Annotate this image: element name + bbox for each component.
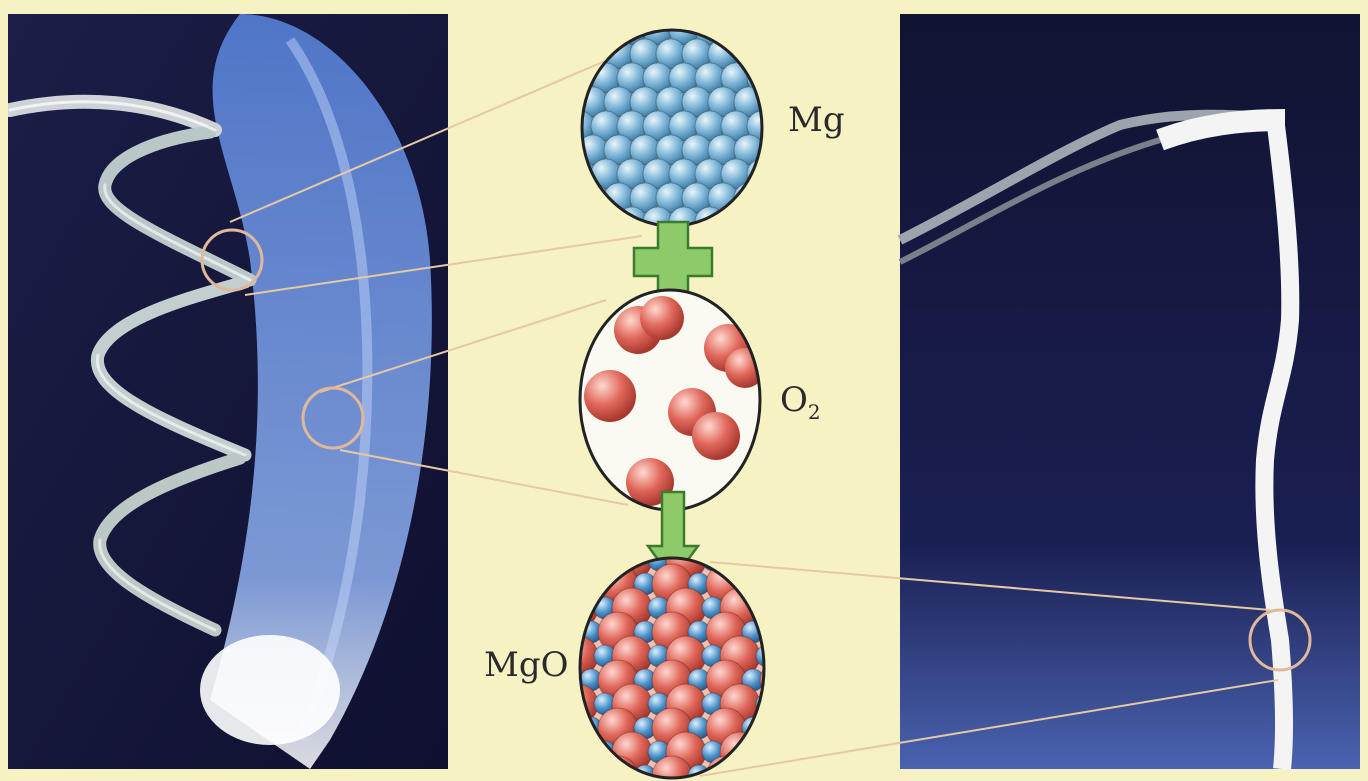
oxygen-ion <box>558 540 598 580</box>
oxygen-ion <box>720 540 760 580</box>
mg-atom <box>760 39 790 69</box>
mg-atom <box>747 207 777 237</box>
magnesium-oxide-photo <box>900 14 1360 769</box>
magnesium-ion <box>742 573 764 595</box>
oxygen-ion <box>760 660 800 700</box>
o2-molecule <box>584 370 636 422</box>
oxygen-ion <box>760 612 800 652</box>
o2-label-main: O <box>780 380 808 420</box>
mg-atom <box>760 87 790 117</box>
mg-atom <box>760 135 790 165</box>
mgo-particle-view <box>558 540 800 781</box>
mg-atom <box>760 183 790 213</box>
mg-atom <box>591 15 621 45</box>
mg-atom <box>747 15 777 45</box>
magnesium-ion <box>580 765 602 781</box>
mg-atom <box>578 183 608 213</box>
magnesium-ion <box>594 549 616 571</box>
oxygen-ion <box>558 732 598 772</box>
magnesium-ion <box>702 549 724 571</box>
plus-icon <box>634 222 712 300</box>
magnesium-ion <box>580 573 602 595</box>
oxygen-ion <box>720 732 760 772</box>
o2-label-subscript: 2 <box>808 400 821 424</box>
mg-atom <box>721 207 751 237</box>
mg-label: Mg <box>788 100 845 140</box>
magnesium-ion <box>756 741 778 763</box>
o2-label: O2 <box>780 380 821 424</box>
mgo-label: MgO <box>484 645 568 685</box>
mg-atom <box>565 15 595 45</box>
mg-particle-view <box>565 15 790 237</box>
burning-magnesium-photo <box>8 14 448 769</box>
mg-atom <box>721 15 751 45</box>
mg-atom <box>565 207 595 237</box>
oxygen-ion <box>760 708 800 748</box>
mg-atom <box>565 159 595 189</box>
mg-atom <box>734 183 764 213</box>
mg-atom <box>591 207 621 237</box>
magnesium-ion <box>756 645 778 667</box>
flame-tip-glow <box>200 635 340 745</box>
o2-particle-view <box>580 290 765 510</box>
magnesium-ion <box>756 597 778 619</box>
